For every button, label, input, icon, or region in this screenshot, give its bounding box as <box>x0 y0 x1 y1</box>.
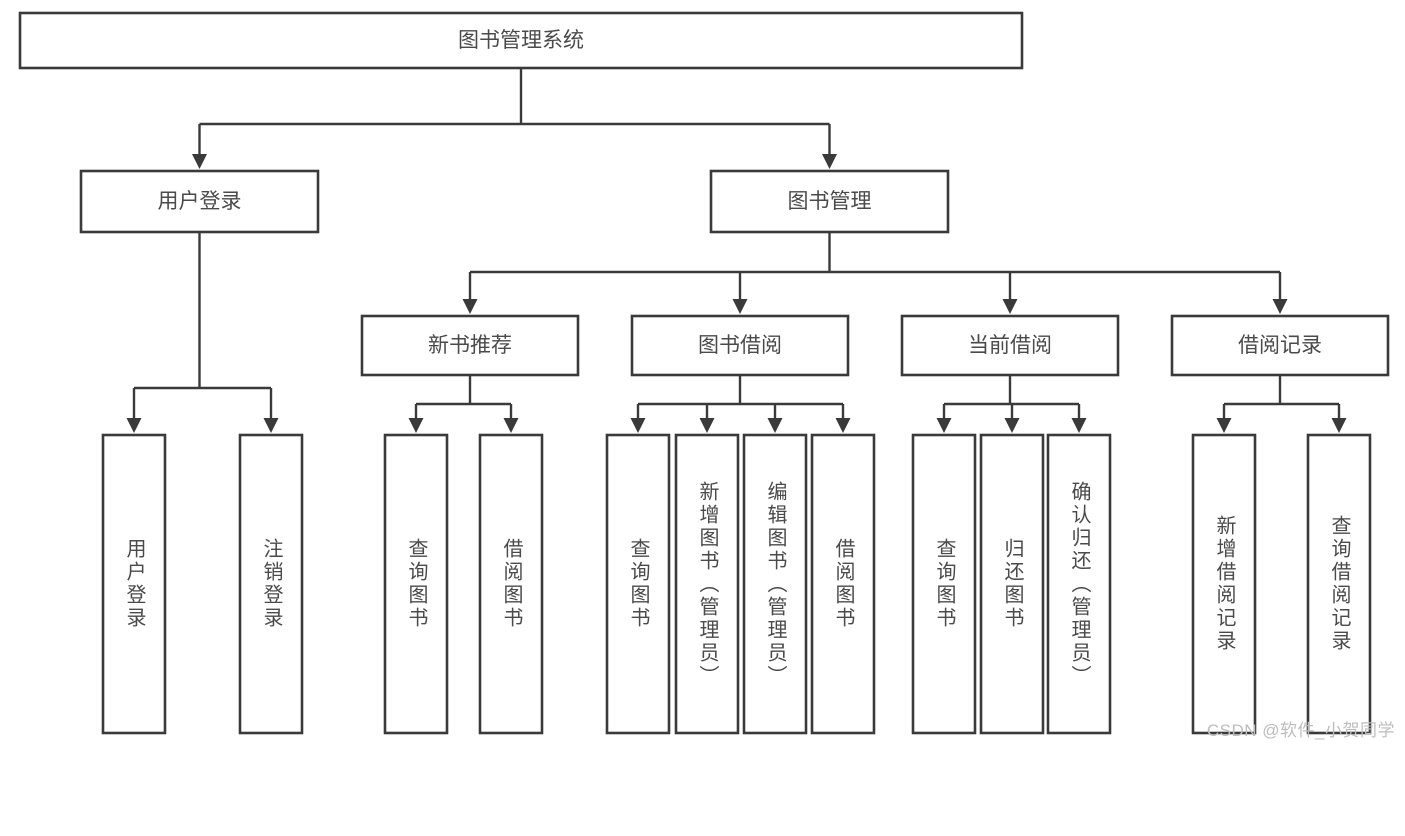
arrow-head-book-management <box>822 154 837 169</box>
node-box-leaf-query-book-borrow <box>605 433 671 735</box>
node-label-new-book-recommend: 新书推荐 <box>428 334 512 357</box>
node-label-book-borrow: 图书借阅 <box>698 334 782 357</box>
node-label-current-borrow: 当前借阅 <box>968 334 1052 357</box>
node-box-borrow-record <box>1170 314 1390 377</box>
node-box-book-management <box>709 169 950 234</box>
node-box-leaf-add-borrow-record <box>1191 433 1257 735</box>
arrow-head-leaf-user-login <box>126 418 142 433</box>
node-box-user-login <box>79 169 320 234</box>
arrow-head-user-login <box>192 154 207 169</box>
node-box-current-borrow <box>900 314 1120 377</box>
arrow-head-leaf-borrow-book-recommend <box>503 418 519 433</box>
node-box-leaf-add-book-admin <box>674 433 740 735</box>
node-box-leaf-query-book-recommend <box>383 433 449 735</box>
arrow-head-leaf-add-book-admin <box>699 418 715 433</box>
csdn-watermark: CSDN @软件_小贺同学 <box>1206 721 1395 740</box>
node-box-leaf-confirm-return-admin <box>1046 433 1112 735</box>
arrow-head-leaf-borrow-book <box>835 418 851 433</box>
arrow-head-leaf-query-book-borrow <box>630 418 646 433</box>
connectors-layer <box>126 68 1347 433</box>
node-box-leaf-edit-book-admin <box>742 433 808 735</box>
arrow-head-borrow-record <box>1272 299 1288 314</box>
arrow-head-leaf-query-book-current <box>936 418 952 433</box>
node-box-leaf-query-book-current <box>911 433 977 735</box>
boxes-layer <box>18 11 1390 735</box>
arrow-head-leaf-add-borrow-record <box>1216 418 1232 433</box>
node-box-leaf-return-book <box>979 433 1045 735</box>
node-box-leaf-borrow-book <box>810 433 876 735</box>
arrow-head-new-book-recommend <box>462 299 478 314</box>
node-box-book-borrow <box>630 314 850 377</box>
node-box-leaf-query-borrow-record <box>1306 433 1372 735</box>
node-label-root: 图书管理系统 <box>458 29 584 52</box>
node-box-new-book-recommend <box>360 314 580 377</box>
node-box-leaf-logout <box>238 433 304 735</box>
arrow-head-current-borrow <box>1002 299 1018 314</box>
arrow-head-leaf-query-book-recommend <box>408 418 424 433</box>
node-label-user-login: 用户登录 <box>158 190 242 213</box>
node-label-borrow-record: 借阅记录 <box>1238 334 1322 357</box>
node-box-leaf-borrow-book-recommend <box>478 433 544 735</box>
arrow-head-leaf-query-borrow-record <box>1331 418 1347 433</box>
node-label-book-management: 图书管理 <box>788 190 872 213</box>
arrow-head-leaf-return-book <box>1004 418 1020 433</box>
arrow-head-leaf-edit-book-admin <box>767 418 783 433</box>
arrow-head-leaf-logout <box>263 418 279 433</box>
arrow-head-book-borrow <box>732 299 748 314</box>
arrow-head-leaf-confirm-return-admin <box>1071 418 1087 433</box>
node-box-root <box>18 11 1024 70</box>
org-chart-diagram: 图书管理系统用户登录图书管理新书推荐图书借阅当前借阅借阅记录 用户登录注销登录查… <box>18 11 1395 740</box>
node-box-leaf-user-login <box>101 433 167 735</box>
